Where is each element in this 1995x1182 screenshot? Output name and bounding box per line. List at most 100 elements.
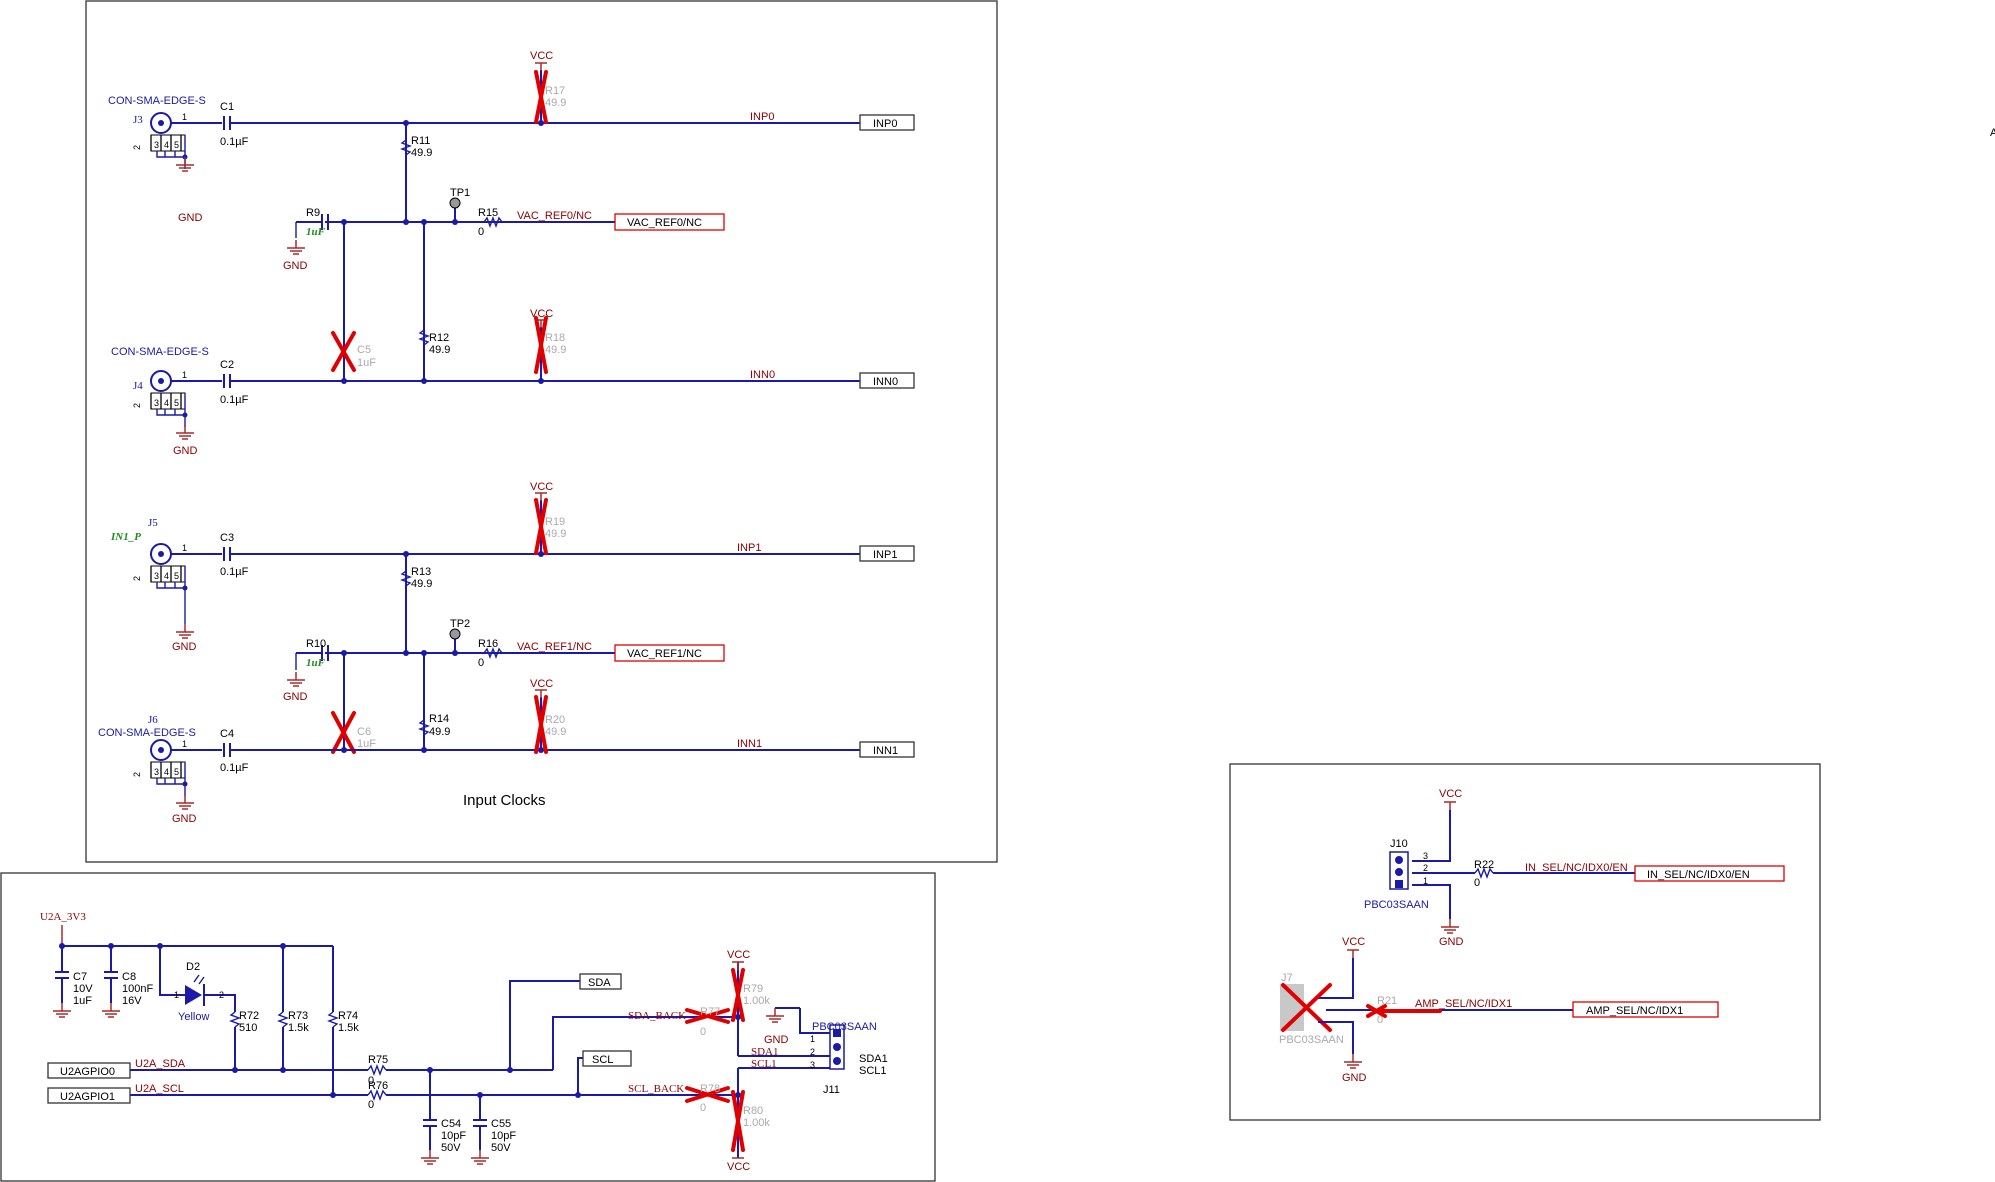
r20-ref: R20	[545, 714, 565, 726]
r72-ref: R72	[239, 1010, 259, 1022]
j10-vcc: VCC	[1439, 788, 1462, 800]
inp1-port	[859, 545, 915, 562]
r19-vcc: VCC	[530, 481, 553, 493]
r21-val: 0	[1377, 1014, 1383, 1026]
j10-pin3: 3	[1423, 851, 1428, 861]
sda-back-net: SDA_BACK	[628, 1010, 686, 1022]
svg-text:5: 5	[174, 140, 179, 150]
r76-ref: R76	[368, 1080, 388, 1092]
inp0-port-label: INP0	[873, 118, 897, 130]
j11-part: PBC03SAAN	[812, 1021, 877, 1033]
input-clocks-frame	[85, 0, 998, 863]
c55-volt: 50V	[491, 1142, 511, 1154]
j5-name: IN1_P	[110, 531, 141, 543]
r73-ref: R73	[288, 1010, 308, 1022]
c7-val: 1uF	[73, 995, 92, 1007]
j10-pin2: 2	[1423, 863, 1428, 873]
j11-pin2: 2	[810, 1047, 815, 1057]
j5-gnd: GND	[172, 641, 197, 653]
svg-text:2: 2	[132, 403, 142, 408]
j3-part: CON-SMA-EDGE-S	[108, 95, 206, 107]
r17-val: 49.9	[545, 97, 566, 109]
scl1-net: SCL1	[751, 1058, 777, 1070]
c5-ref: C5	[357, 344, 371, 356]
r13-ref: R13	[411, 566, 431, 578]
r79-vcc: VCC	[727, 949, 750, 961]
svg-text:4: 4	[164, 398, 169, 408]
c7-ref: C7	[73, 971, 87, 983]
j4-part: CON-SMA-EDGE-S	[111, 346, 209, 358]
j3-sma-connector: 1 2 3 4 5	[132, 112, 222, 172]
j3-gnd: GND	[178, 212, 203, 224]
r14-ref: R14	[429, 713, 449, 725]
c54-ref: C54	[441, 1118, 461, 1130]
r18-ref: R18	[545, 332, 565, 344]
vac-ref1-port	[614, 644, 725, 662]
svg-text:4: 4	[164, 140, 169, 150]
r9-val: 1uF	[306, 226, 326, 238]
r75-val: 0	[368, 1075, 374, 1087]
svg-text:3: 3	[154, 140, 159, 150]
r9-gnd: GND	[283, 260, 308, 272]
r20-val: 49.9	[545, 726, 566, 738]
r78-val: 0	[700, 1102, 706, 1114]
r80-val: 1.00k	[743, 1117, 770, 1129]
vac-ref1-port-label: VAC_REF1/NC	[627, 648, 702, 660]
in-sel-net: IN_SEL/NC/IDX0/EN	[1525, 862, 1628, 874]
r18-val: 49.9	[545, 344, 566, 356]
r12-ref: R12	[429, 332, 449, 344]
c1-val: 0.1µF	[220, 136, 249, 148]
j7-ref: J7	[1281, 972, 1293, 984]
c3-ref: C3	[220, 532, 234, 544]
corner-letter: A	[1990, 127, 1995, 139]
j6-sma-connector: 1 2 3 4 5	[132, 739, 222, 810]
r78-ref: R78	[700, 1083, 720, 1095]
svg-text:5: 5	[174, 571, 179, 581]
inp1-port-label: INP1	[873, 549, 897, 561]
inp1-net: INP1	[737, 542, 761, 554]
scl-port	[582, 1050, 632, 1067]
r14-val: 49.9	[429, 726, 450, 738]
led-icon	[185, 985, 202, 1005]
vac-ref0-port-label: VAC_REF0/NC	[627, 217, 702, 229]
r18-vcc: VCC	[530, 308, 553, 320]
j11-sda1: SDA1	[859, 1053, 888, 1065]
r72-val: 510	[239, 1022, 257, 1034]
r73-val: 1.5k	[288, 1022, 309, 1034]
in-sel-port	[1634, 865, 1785, 882]
r15-val: 0	[478, 226, 484, 238]
j10-part: PBC03SAAN	[1364, 899, 1429, 911]
r10-val: 1uF	[306, 657, 326, 669]
r75-ref: R75	[368, 1054, 388, 1066]
c55-val: 10pF	[491, 1130, 516, 1142]
r17-ref: R17	[545, 85, 565, 97]
tp2-ref: TP2	[450, 618, 470, 630]
u2a-scl-net: U2A_SCL	[135, 1083, 184, 1095]
r17-vcc: VCC	[530, 50, 553, 62]
inp0-net: INP0	[750, 111, 774, 123]
j4-gnd: GND	[173, 445, 198, 457]
j4-ref: J4	[133, 380, 143, 392]
c5-val: 1uF	[357, 357, 376, 369]
tp1-ref: TP1	[450, 187, 470, 199]
j5-sma-connector: 1 2 3 4 5	[132, 543, 222, 639]
svg-text:2: 2	[132, 145, 142, 150]
r77-val: 0	[700, 1026, 706, 1038]
d2-color: Yellow	[178, 1011, 209, 1023]
r74-ref: R74	[338, 1010, 358, 1022]
j6-gnd: GND	[172, 813, 197, 825]
scl-port-label: SCL	[592, 1054, 613, 1066]
j10-gnd: GND	[1439, 936, 1464, 948]
r79-val: 1.00k	[743, 995, 770, 1007]
inn1-port	[859, 741, 915, 758]
inn0-net: INN0	[750, 369, 775, 381]
j6-part: CON-SMA-EDGE-S	[98, 727, 196, 739]
r21-ref: R21	[1377, 995, 1397, 1007]
c8-val: 100nF	[122, 983, 153, 995]
d2-pin1: 1	[174, 990, 179, 1000]
inp0-port	[859, 114, 915, 131]
sda-port	[579, 973, 622, 990]
svg-text:5: 5	[174, 398, 179, 408]
amp-sel-net: AMP_SEL/NC/IDX1	[1415, 998, 1512, 1010]
